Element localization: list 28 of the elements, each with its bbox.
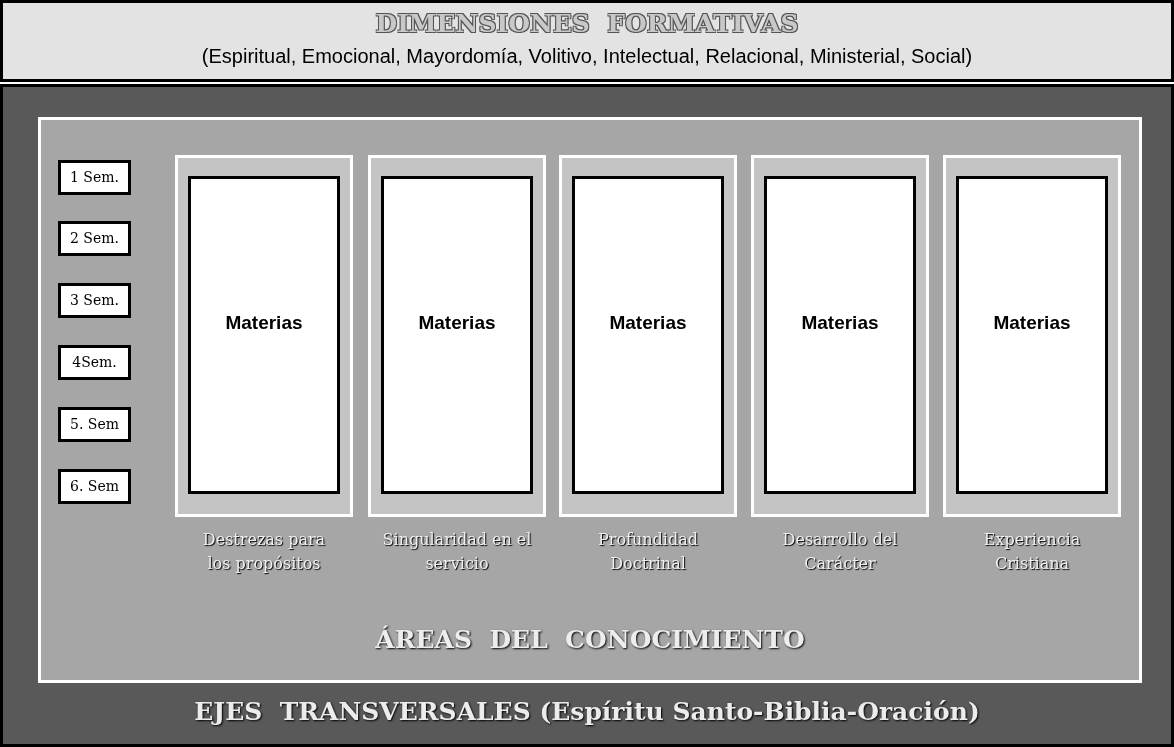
footer-title: EJES TRANSVERSALES (Espíritu Santo-Biblia-Oración)	[193, 697, 981, 726]
column-caption: Experiencia Cristiana	[982, 529, 1082, 575]
column-caption: Desarrollo del Carácter	[781, 529, 899, 575]
subject-box: Materias	[381, 176, 533, 494]
semester-box: 6. Sem	[58, 469, 131, 504]
subject-box: Materias	[956, 176, 1108, 494]
semester-box: 4Sem.	[58, 345, 131, 380]
header-band	[0, 0, 1174, 82]
subject-box: Materias	[764, 176, 916, 494]
subtitle: (Espiritual, Emocional, Mayordomía, Volitivo, Intelectual, Relacional, Ministerial, Social)	[200, 45, 974, 68]
column-caption: Destrezas para los propósitos	[201, 529, 327, 575]
outer-panel	[0, 84, 1174, 747]
semester-box: 5. Sem	[58, 407, 131, 442]
subject-box: Materias	[572, 176, 724, 494]
column-caption: Singularidad en el servicio	[382, 529, 532, 575]
heading: DIMENSIONES FORMATIVAS	[374, 9, 800, 38]
semester-box: 2 Sem.	[58, 221, 131, 256]
inner-panel	[38, 117, 1142, 683]
column-frame	[559, 155, 737, 517]
column-frame	[368, 155, 546, 517]
column-frame	[943, 155, 1121, 517]
semester-box: 1 Sem.	[58, 160, 131, 195]
column-frame	[751, 155, 929, 517]
column-caption: Profundidad Doctrinal	[597, 529, 699, 575]
semester-box: 3 Sem.	[58, 283, 131, 318]
column-frame	[175, 155, 353, 517]
subject-box: Materias	[188, 176, 340, 494]
section-title: ÁREAS DEL CONOCIMIENTO	[374, 625, 806, 654]
